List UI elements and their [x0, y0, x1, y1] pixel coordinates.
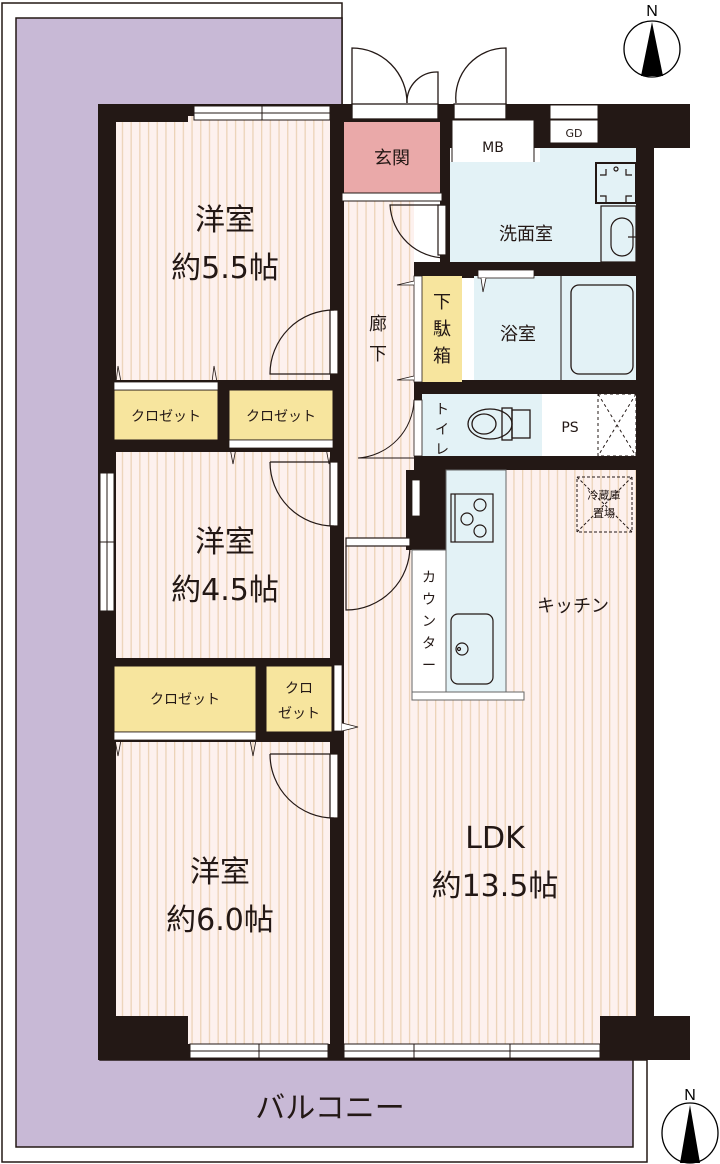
- window-ldk: [343, 1043, 601, 1059]
- window-room-1: [193, 105, 331, 121]
- compass-top-n: N: [646, 3, 658, 20]
- kitchen-label: キッチン: [537, 596, 609, 617]
- counter-label-2: ウ: [422, 592, 436, 608]
- toilet: [422, 394, 542, 456]
- western-room-1-label: 洋室: [195, 203, 255, 238]
- counter-label-5: ー: [422, 658, 436, 674]
- void-space: [597, 393, 637, 457]
- door-room-2: [269, 461, 339, 527]
- meter-box-label: MB: [482, 140, 504, 156]
- counter-label-3: ン: [422, 614, 436, 630]
- toilet-label-1: ト: [435, 402, 449, 418]
- toilet-icon: [467, 407, 531, 441]
- closet-2: [228, 389, 334, 441]
- washing-machine-icon: [595, 162, 637, 204]
- compass-bottom: N: [661, 1087, 719, 1164]
- closet-2-label: クロゼット: [246, 409, 316, 425]
- compass-arrow-icon: [641, 22, 663, 76]
- bathroom-label: 浴室: [500, 324, 536, 345]
- closet-3-label: クロゼット: [150, 692, 220, 708]
- entry-door-icons: [351, 47, 507, 120]
- wash-basin-icon: [600, 205, 637, 263]
- ldk-label: LDK: [465, 821, 526, 856]
- compass-top: N: [623, 3, 681, 78]
- shoe-box-label-3: 箱: [433, 346, 451, 367]
- toilet-label-3: レ: [435, 442, 449, 458]
- hallway-label-1: 廊: [369, 314, 387, 335]
- garbage-disposal-label: GD: [566, 127, 583, 140]
- closet-4-label-2: ゼット: [278, 706, 320, 722]
- bathtub-icon: [570, 284, 634, 375]
- window-room-3: [189, 1043, 329, 1059]
- door-room-1: [269, 309, 339, 375]
- closet-4: [265, 665, 333, 733]
- western-room-2-area: 約4.5帖: [171, 573, 279, 608]
- entrance: [344, 122, 440, 194]
- shoe-box: [422, 276, 462, 382]
- compass-bottom-n: N: [684, 1087, 696, 1104]
- western-room-3-area: 約6.0帖: [166, 903, 274, 938]
- fridge-label-2: 置場: [593, 507, 615, 520]
- balcony-label: バルコニー: [255, 1091, 404, 1126]
- bathroom: [474, 276, 636, 380]
- fridge-label-1: 冷蔵庫: [588, 488, 621, 502]
- toilet-label-2: イ: [435, 422, 449, 438]
- counter-label-1: カ: [422, 570, 436, 586]
- hallway-label-2: 下: [369, 344, 387, 365]
- counter-label-4: タ: [422, 636, 436, 652]
- window-room-2: [99, 472, 115, 612]
- western-room-1-area: 約5.5帖: [171, 251, 279, 286]
- counter: [411, 549, 447, 693]
- door-icons: [345, 204, 447, 611]
- pipe-space: [552, 394, 588, 456]
- door-room-3: [269, 753, 339, 819]
- closet-4-label-1: クロ: [285, 681, 313, 697]
- western-room-2-label: 洋室: [195, 525, 255, 560]
- entrance-label: 玄関: [374, 148, 410, 169]
- ldk-area: 約13.5帖: [432, 869, 559, 904]
- fridge-space: [576, 476, 633, 533]
- washroom-label: 洗面室: [499, 224, 553, 245]
- shoe-box-label-1: 下: [433, 292, 451, 313]
- closet-1-label: クロゼット: [131, 409, 201, 425]
- western-room-3-label: 洋室: [190, 855, 250, 890]
- shoe-box-label-2: 駄: [433, 319, 451, 340]
- compass-arrow-icon: [680, 1105, 700, 1163]
- entrance-step: [341, 192, 443, 202]
- pipe-space-label: PS: [561, 420, 578, 436]
- closet-1: [113, 389, 219, 441]
- garbage-disposal: [549, 104, 599, 120]
- stove-icon: [450, 493, 494, 543]
- kitchen-sink-icon: [450, 613, 494, 685]
